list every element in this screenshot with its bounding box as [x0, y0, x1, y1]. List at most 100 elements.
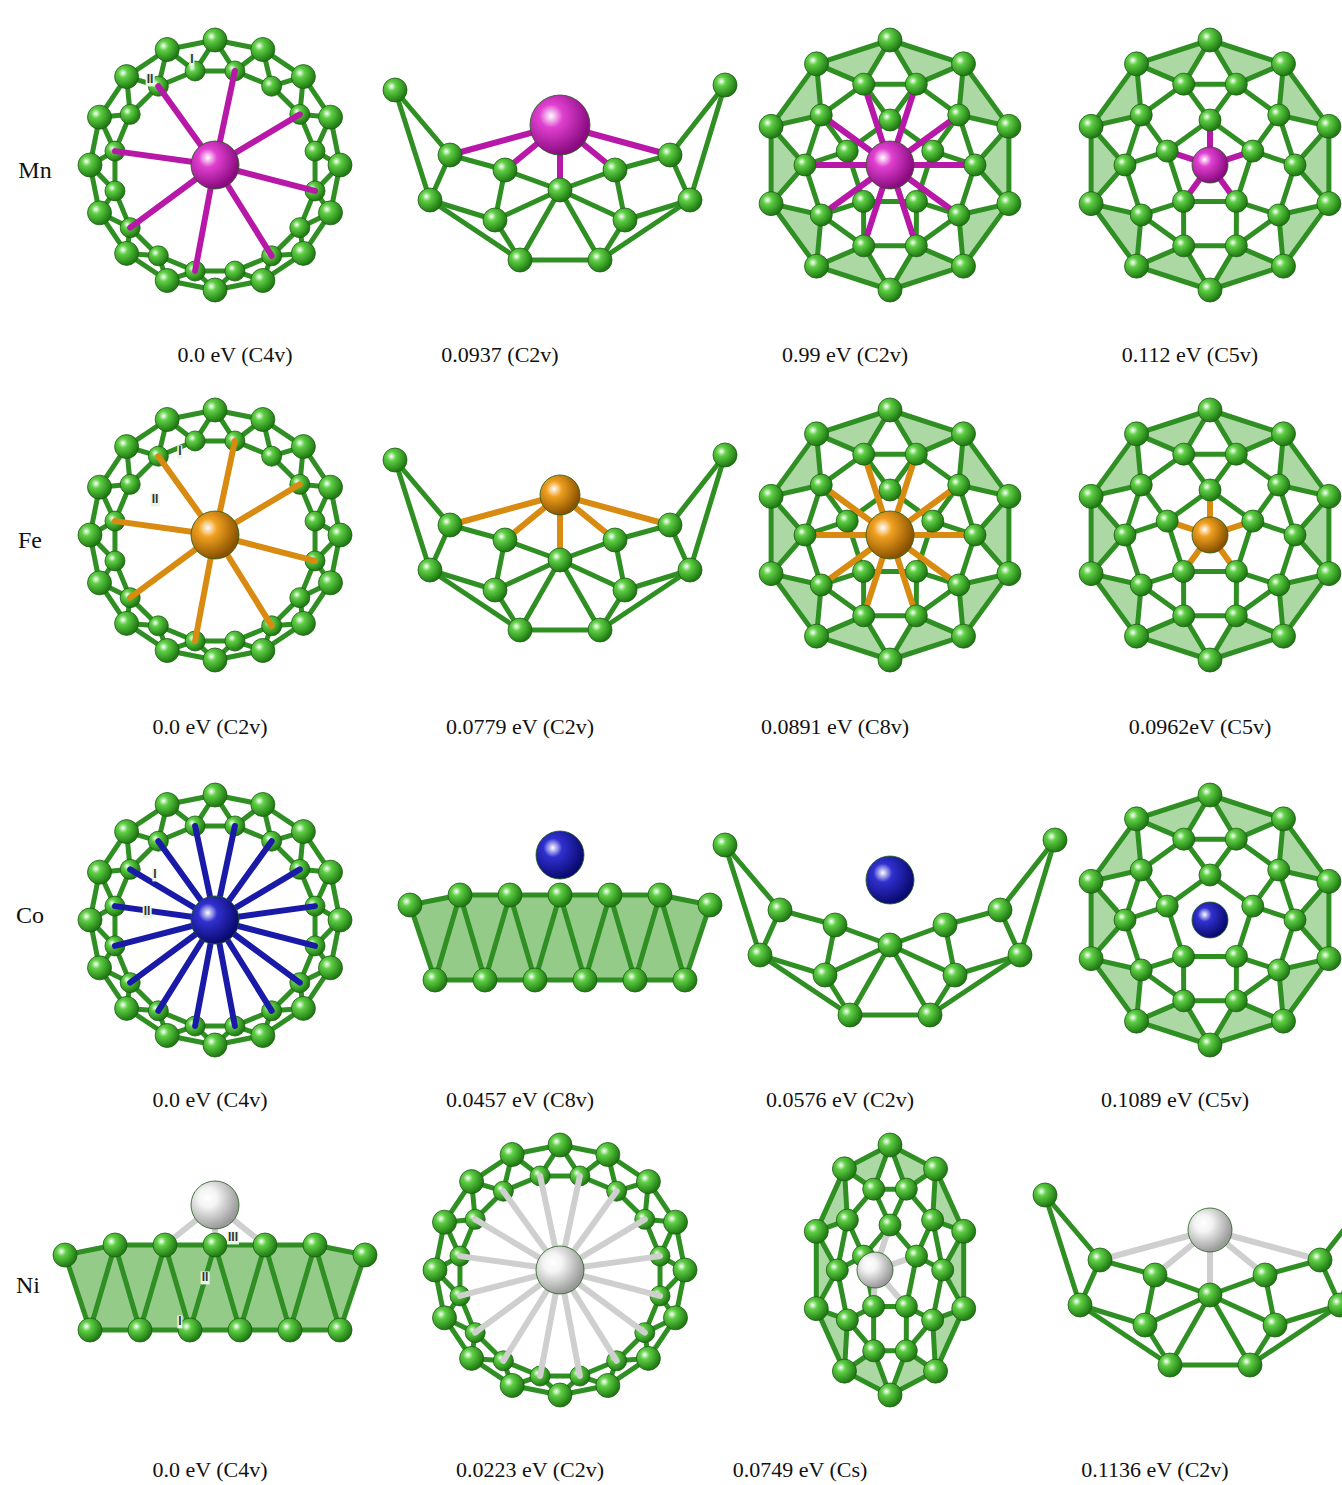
atom — [922, 1309, 944, 1331]
atom — [1173, 560, 1195, 582]
atom — [1328, 1293, 1342, 1317]
atom — [262, 446, 282, 466]
energy-label: 0.0576 eV (C2v) — [766, 1088, 914, 1112]
atom — [836, 1209, 858, 1231]
atom — [1079, 192, 1103, 216]
atom — [1114, 154, 1136, 176]
bond — [190, 1245, 215, 1330]
atom — [88, 105, 112, 129]
atom — [636, 1346, 660, 1370]
atom — [932, 1259, 954, 1281]
atom — [493, 528, 517, 552]
atom — [1130, 859, 1152, 881]
atom — [1130, 474, 1152, 496]
atom — [1114, 909, 1136, 931]
atom — [924, 1359, 948, 1383]
atom — [418, 558, 442, 582]
atom — [878, 1133, 902, 1157]
atom — [1156, 140, 1178, 162]
bond — [485, 895, 510, 980]
atom — [115, 435, 139, 459]
bond — [115, 1245, 140, 1330]
atom — [115, 820, 139, 844]
atom — [948, 104, 970, 126]
energy-label: 0.0962eV (C5v) — [1129, 715, 1272, 739]
atom — [1173, 443, 1195, 465]
atom — [253, 1233, 277, 1257]
atom — [1271, 254, 1295, 278]
atom — [278, 1318, 302, 1342]
atom — [794, 524, 816, 546]
atom — [498, 883, 522, 907]
atom — [1198, 1033, 1222, 1057]
atom — [879, 479, 901, 501]
bond — [600, 570, 690, 630]
cluster — [78, 783, 352, 1057]
atom — [203, 783, 227, 807]
atom — [483, 208, 507, 232]
atom — [905, 73, 927, 95]
cluster — [1033, 1178, 1342, 1377]
atom — [328, 908, 352, 932]
atom — [878, 933, 902, 957]
atom — [905, 560, 927, 582]
atom — [115, 65, 139, 89]
atom — [895, 1295, 917, 1317]
atom — [305, 141, 325, 161]
atom — [262, 76, 282, 96]
atom — [1125, 1009, 1149, 1033]
atom — [1199, 109, 1221, 131]
atom — [1225, 190, 1247, 212]
cluster — [383, 73, 737, 272]
bond — [460, 895, 485, 980]
atom — [155, 793, 179, 817]
atom — [536, 1246, 584, 1294]
atom — [748, 943, 772, 967]
atom — [548, 1133, 572, 1157]
atom — [483, 578, 507, 602]
atom — [318, 860, 342, 884]
atom — [1173, 190, 1195, 212]
atom — [1242, 895, 1264, 917]
atom — [500, 1373, 524, 1397]
atom — [663, 1210, 687, 1234]
bond — [635, 895, 660, 980]
atom — [836, 1309, 858, 1331]
bond — [600, 200, 690, 260]
atom — [1033, 1183, 1057, 1207]
site-numeral: II — [146, 73, 155, 86]
atom — [997, 114, 1021, 138]
bond — [430, 200, 520, 260]
atom — [1242, 140, 1264, 162]
atom — [1079, 947, 1103, 971]
atom — [423, 1258, 447, 1282]
atom — [78, 908, 102, 932]
atom — [328, 153, 352, 177]
atom — [1268, 859, 1290, 881]
atom — [203, 28, 227, 52]
atom — [508, 248, 532, 272]
atom — [318, 571, 342, 595]
energy-label: 0.0457 eV (C8v) — [446, 1088, 594, 1112]
atom — [964, 524, 986, 546]
atom — [328, 523, 352, 547]
row-label: Fe — [18, 527, 42, 553]
atom — [813, 963, 837, 987]
atom — [905, 190, 927, 212]
bond — [610, 895, 635, 980]
atom — [794, 154, 816, 176]
atom — [805, 624, 829, 648]
atom — [863, 1295, 885, 1317]
energy-label: 0.99 eV (C2v) — [782, 343, 908, 367]
row-label: Mn — [18, 157, 51, 183]
atom — [1008, 943, 1032, 967]
atom — [53, 1243, 77, 1267]
atom — [1198, 648, 1222, 672]
atom — [1130, 574, 1152, 596]
bond — [315, 1245, 340, 1330]
atom — [1198, 278, 1222, 302]
cluster — [1079, 28, 1341, 302]
atom — [759, 192, 783, 216]
atom — [303, 1233, 327, 1257]
atom — [997, 562, 1021, 586]
